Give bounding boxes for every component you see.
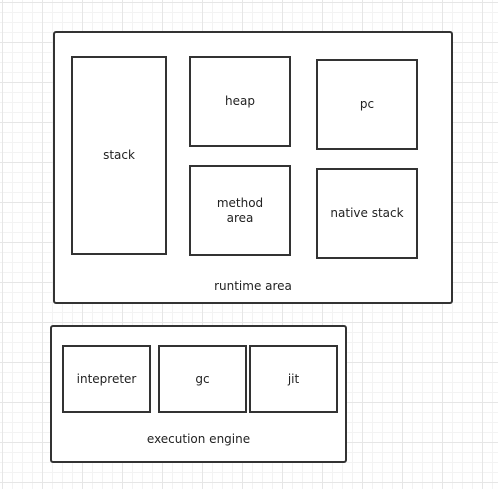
intepreter-box: intepreter (62, 345, 151, 413)
jit-box: jit (249, 345, 338, 413)
stack-label: stack (103, 148, 135, 162)
gc-label: gc (195, 371, 210, 386)
intepreter-label: intepreter (76, 371, 137, 386)
native-stack-box: native stack (316, 168, 418, 259)
heap-box: heap (189, 56, 291, 147)
jit-label: jit (287, 371, 300, 386)
pc-label: pc (359, 97, 375, 111)
execution-engine-container: intepreter gc jit execution engine (50, 325, 347, 463)
method-area-box: method area (189, 165, 291, 256)
heap-label: heap (225, 94, 255, 108)
pc-box: pc (316, 59, 418, 150)
native-stack-label: native stack (330, 206, 404, 220)
method-area-label: method area (216, 195, 264, 225)
execution-engine-label: execution engine (146, 432, 251, 446)
runtime-area-label: runtime area (214, 279, 292, 293)
gc-box: gc (158, 345, 247, 413)
stack-box: stack (71, 56, 167, 255)
runtime-area-container: stack heap pc method area native stack r… (53, 31, 453, 304)
